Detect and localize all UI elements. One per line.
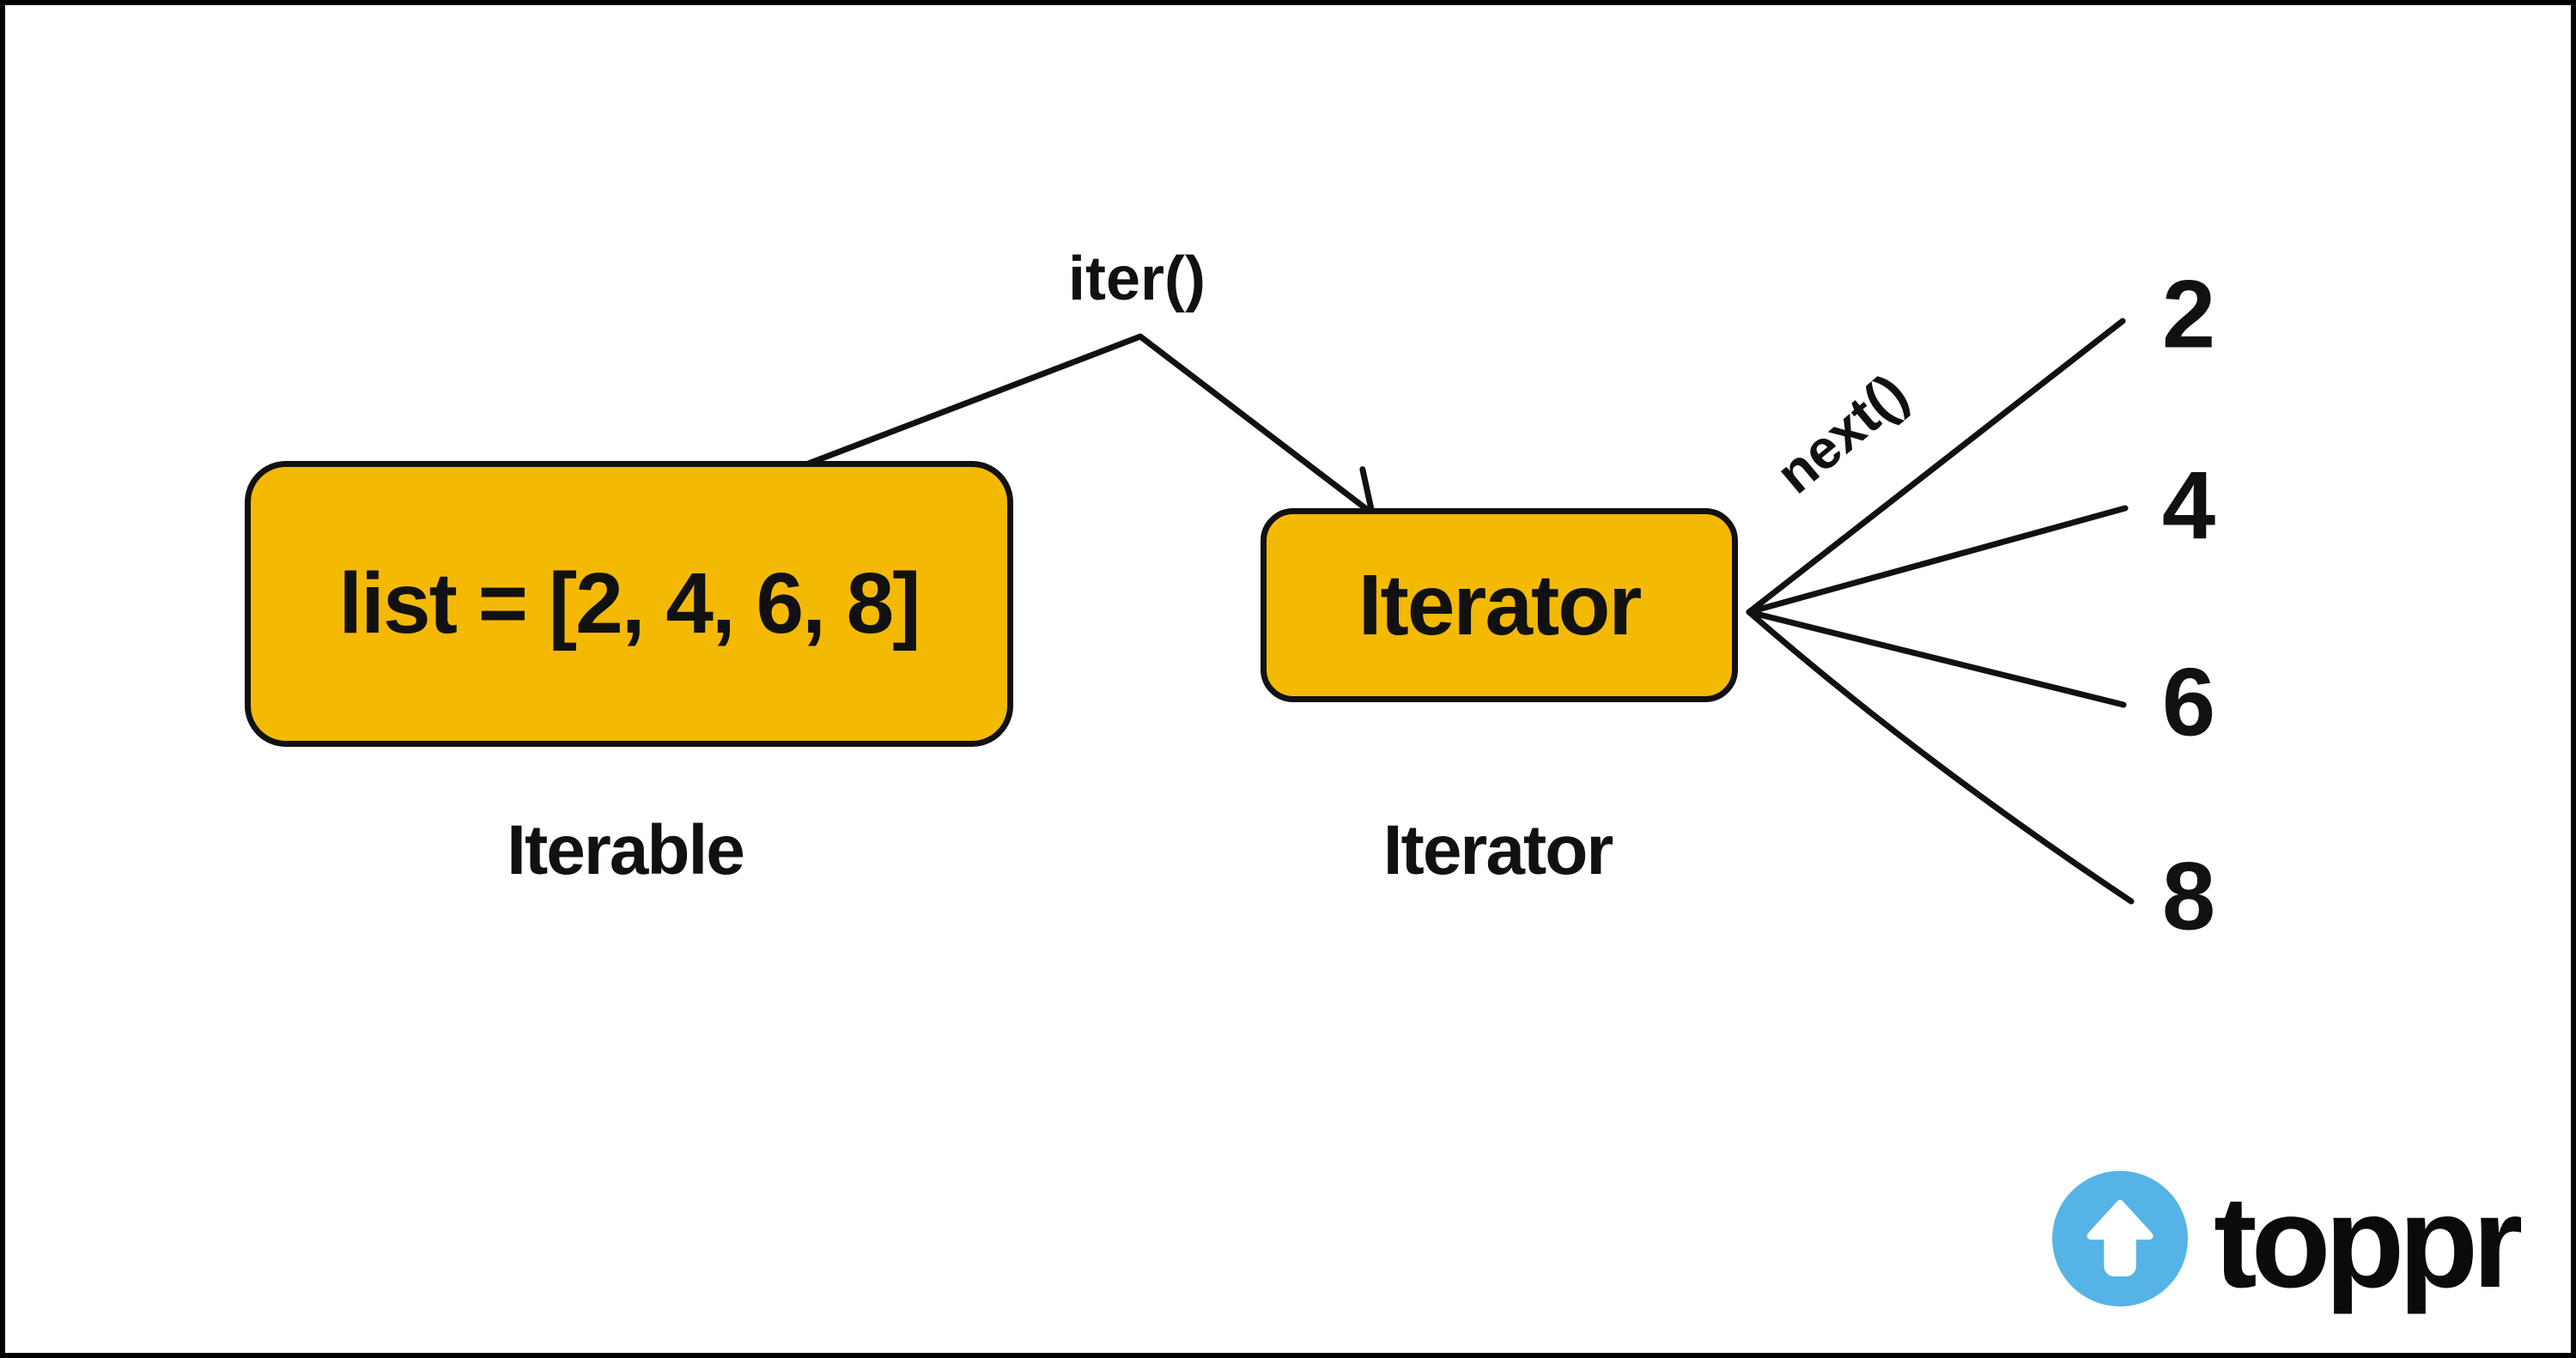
iterator-box-label: Iterator: [1358, 556, 1643, 653]
output-value-2: 2: [2161, 260, 2216, 368]
iterable-box: list = [2, 4, 6, 8]: [245, 461, 1013, 747]
next-line-to-4: [1746, 505, 2129, 615]
iterator-box: Iterator: [1261, 508, 1738, 702]
iter-arrow: [796, 333, 1376, 522]
toppr-logo: toppr: [2052, 1169, 2523, 1315]
iter-call-label: iter(): [1068, 245, 1206, 313]
toppr-logo-text: toppr: [2214, 1169, 2523, 1315]
next-line-to-6: [1746, 609, 2127, 708]
next-line-to-8: [1746, 609, 2135, 905]
output-value-6: 6: [2161, 648, 2216, 756]
iterator-caption: Iterator: [1382, 811, 1614, 889]
iterable-caption: Iterable: [507, 811, 745, 889]
next-line-to-2: [1746, 318, 2126, 615]
output-value-8: 8: [2161, 842, 2216, 950]
up-arrow-icon: [2052, 1171, 2188, 1306]
connector-lines-layer: [796, 318, 2135, 905]
output-value-4: 4: [2161, 452, 2216, 560]
iterable-box-label: list = [2, 4, 6, 8]: [338, 555, 920, 652]
